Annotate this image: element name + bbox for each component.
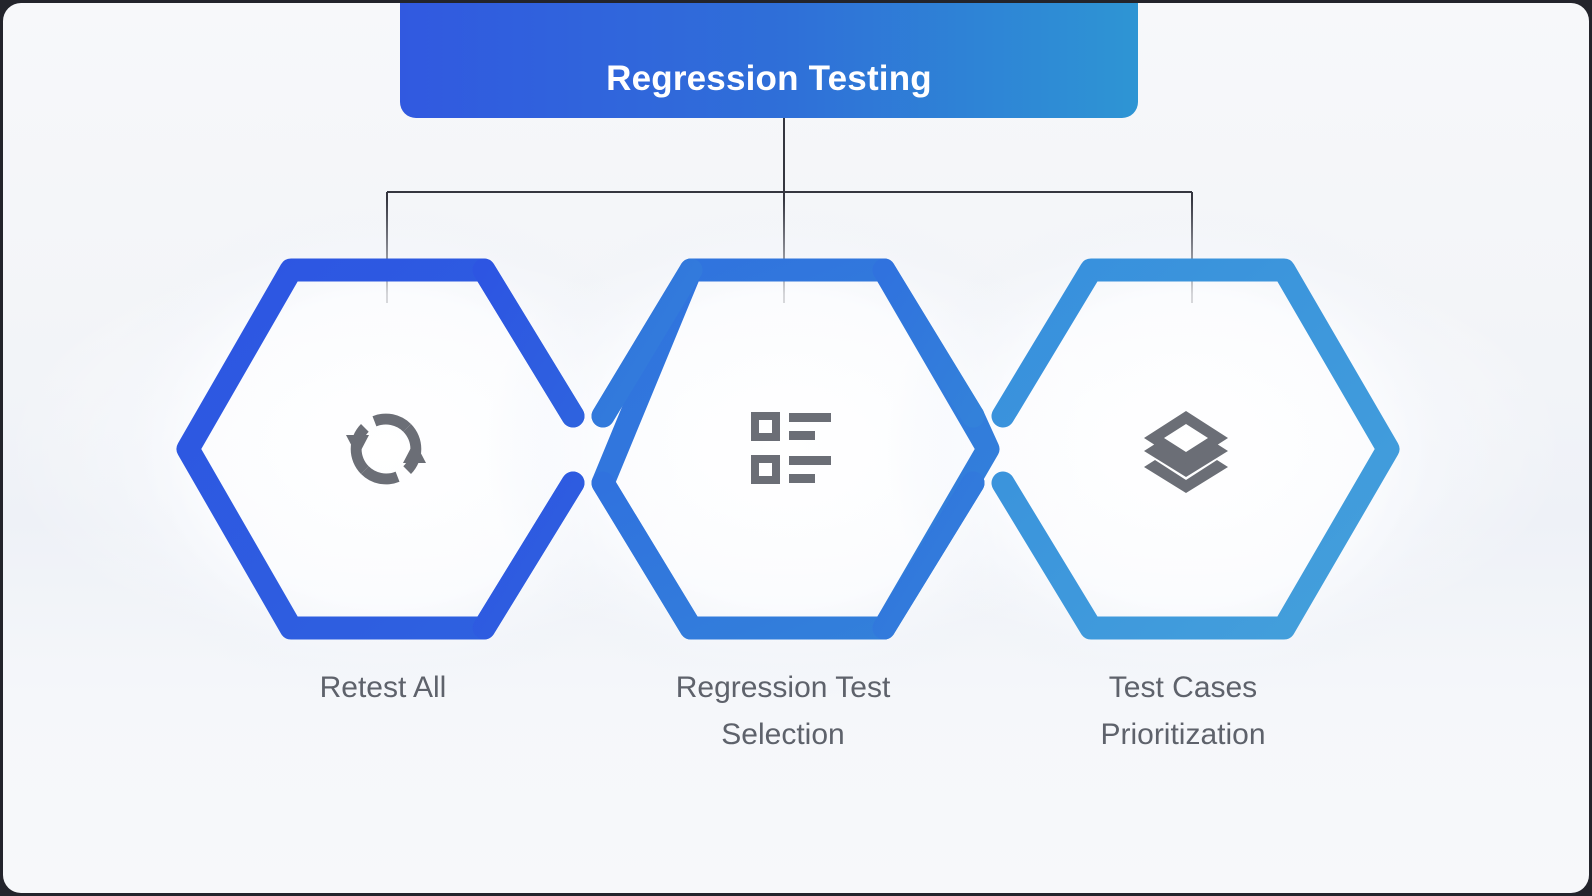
hexagon-retest-all[interactable]: [176, 258, 585, 640]
hexagon-regression-test-selection[interactable]: [591, 258, 1000, 640]
hex2-left-cross-upper: [591, 258, 703, 428]
hex1-lower-right-limb: [472, 471, 585, 640]
hex2-lower-right-limb: [872, 471, 985, 640]
hexagon-regression-test-selection-outline: [591, 258, 1000, 640]
node-label-line-1: Retest All: [319, 671, 447, 704]
hex2-lower-ridge: [591, 471, 985, 640]
hexagon-retest-all-outline: [176, 258, 585, 640]
hexagon-retest-all-cross-limbs: [472, 258, 585, 640]
hexagon-regression-cross-right: [872, 258, 985, 640]
page-title: Regression Testing: [606, 59, 932, 98]
refresh-sync-icon: [346, 413, 426, 485]
node-label-line-2: Prioritization: [1100, 717, 1266, 751]
hexagon-regression-test-selection-strokes[interactable]: [591, 258, 985, 640]
node-label-line-2: Selection: [721, 717, 845, 751]
header-banner: Regression Testing: [400, 3, 1138, 118]
diagram-card: Regression Testing Retest All Regression…: [3, 3, 1589, 893]
hexagon-test-cases-prioritization-outline: [991, 258, 1400, 640]
diagram-graphics-layer: [86, 3, 1486, 699]
hexagon-glows: [86, 199, 1486, 699]
list-bullets-icon: [751, 412, 831, 484]
connector-lines: [385, 115, 1194, 303]
hexagon-test-cases-prioritization[interactable]: [991, 258, 1400, 640]
hex1-upper-right-limb: [472, 258, 585, 428]
hex2-upper-right-limb: [872, 258, 985, 428]
node-label-regression-test-selection: Regression Test Selection: [618, 665, 948, 758]
node-label-line-1: Test Cases: [1108, 671, 1258, 704]
node-label-retest-all: Retest All: [218, 665, 548, 712]
node-label-test-cases-prioritization: Test Cases Prioritization: [1018, 665, 1348, 758]
hex2-right-cross-lower: [872, 471, 985, 640]
node-label-line-1: Regression Test: [675, 671, 891, 704]
layers-stack-icon: [1144, 411, 1228, 493]
hex2-upper-ridge: [591, 258, 985, 428]
